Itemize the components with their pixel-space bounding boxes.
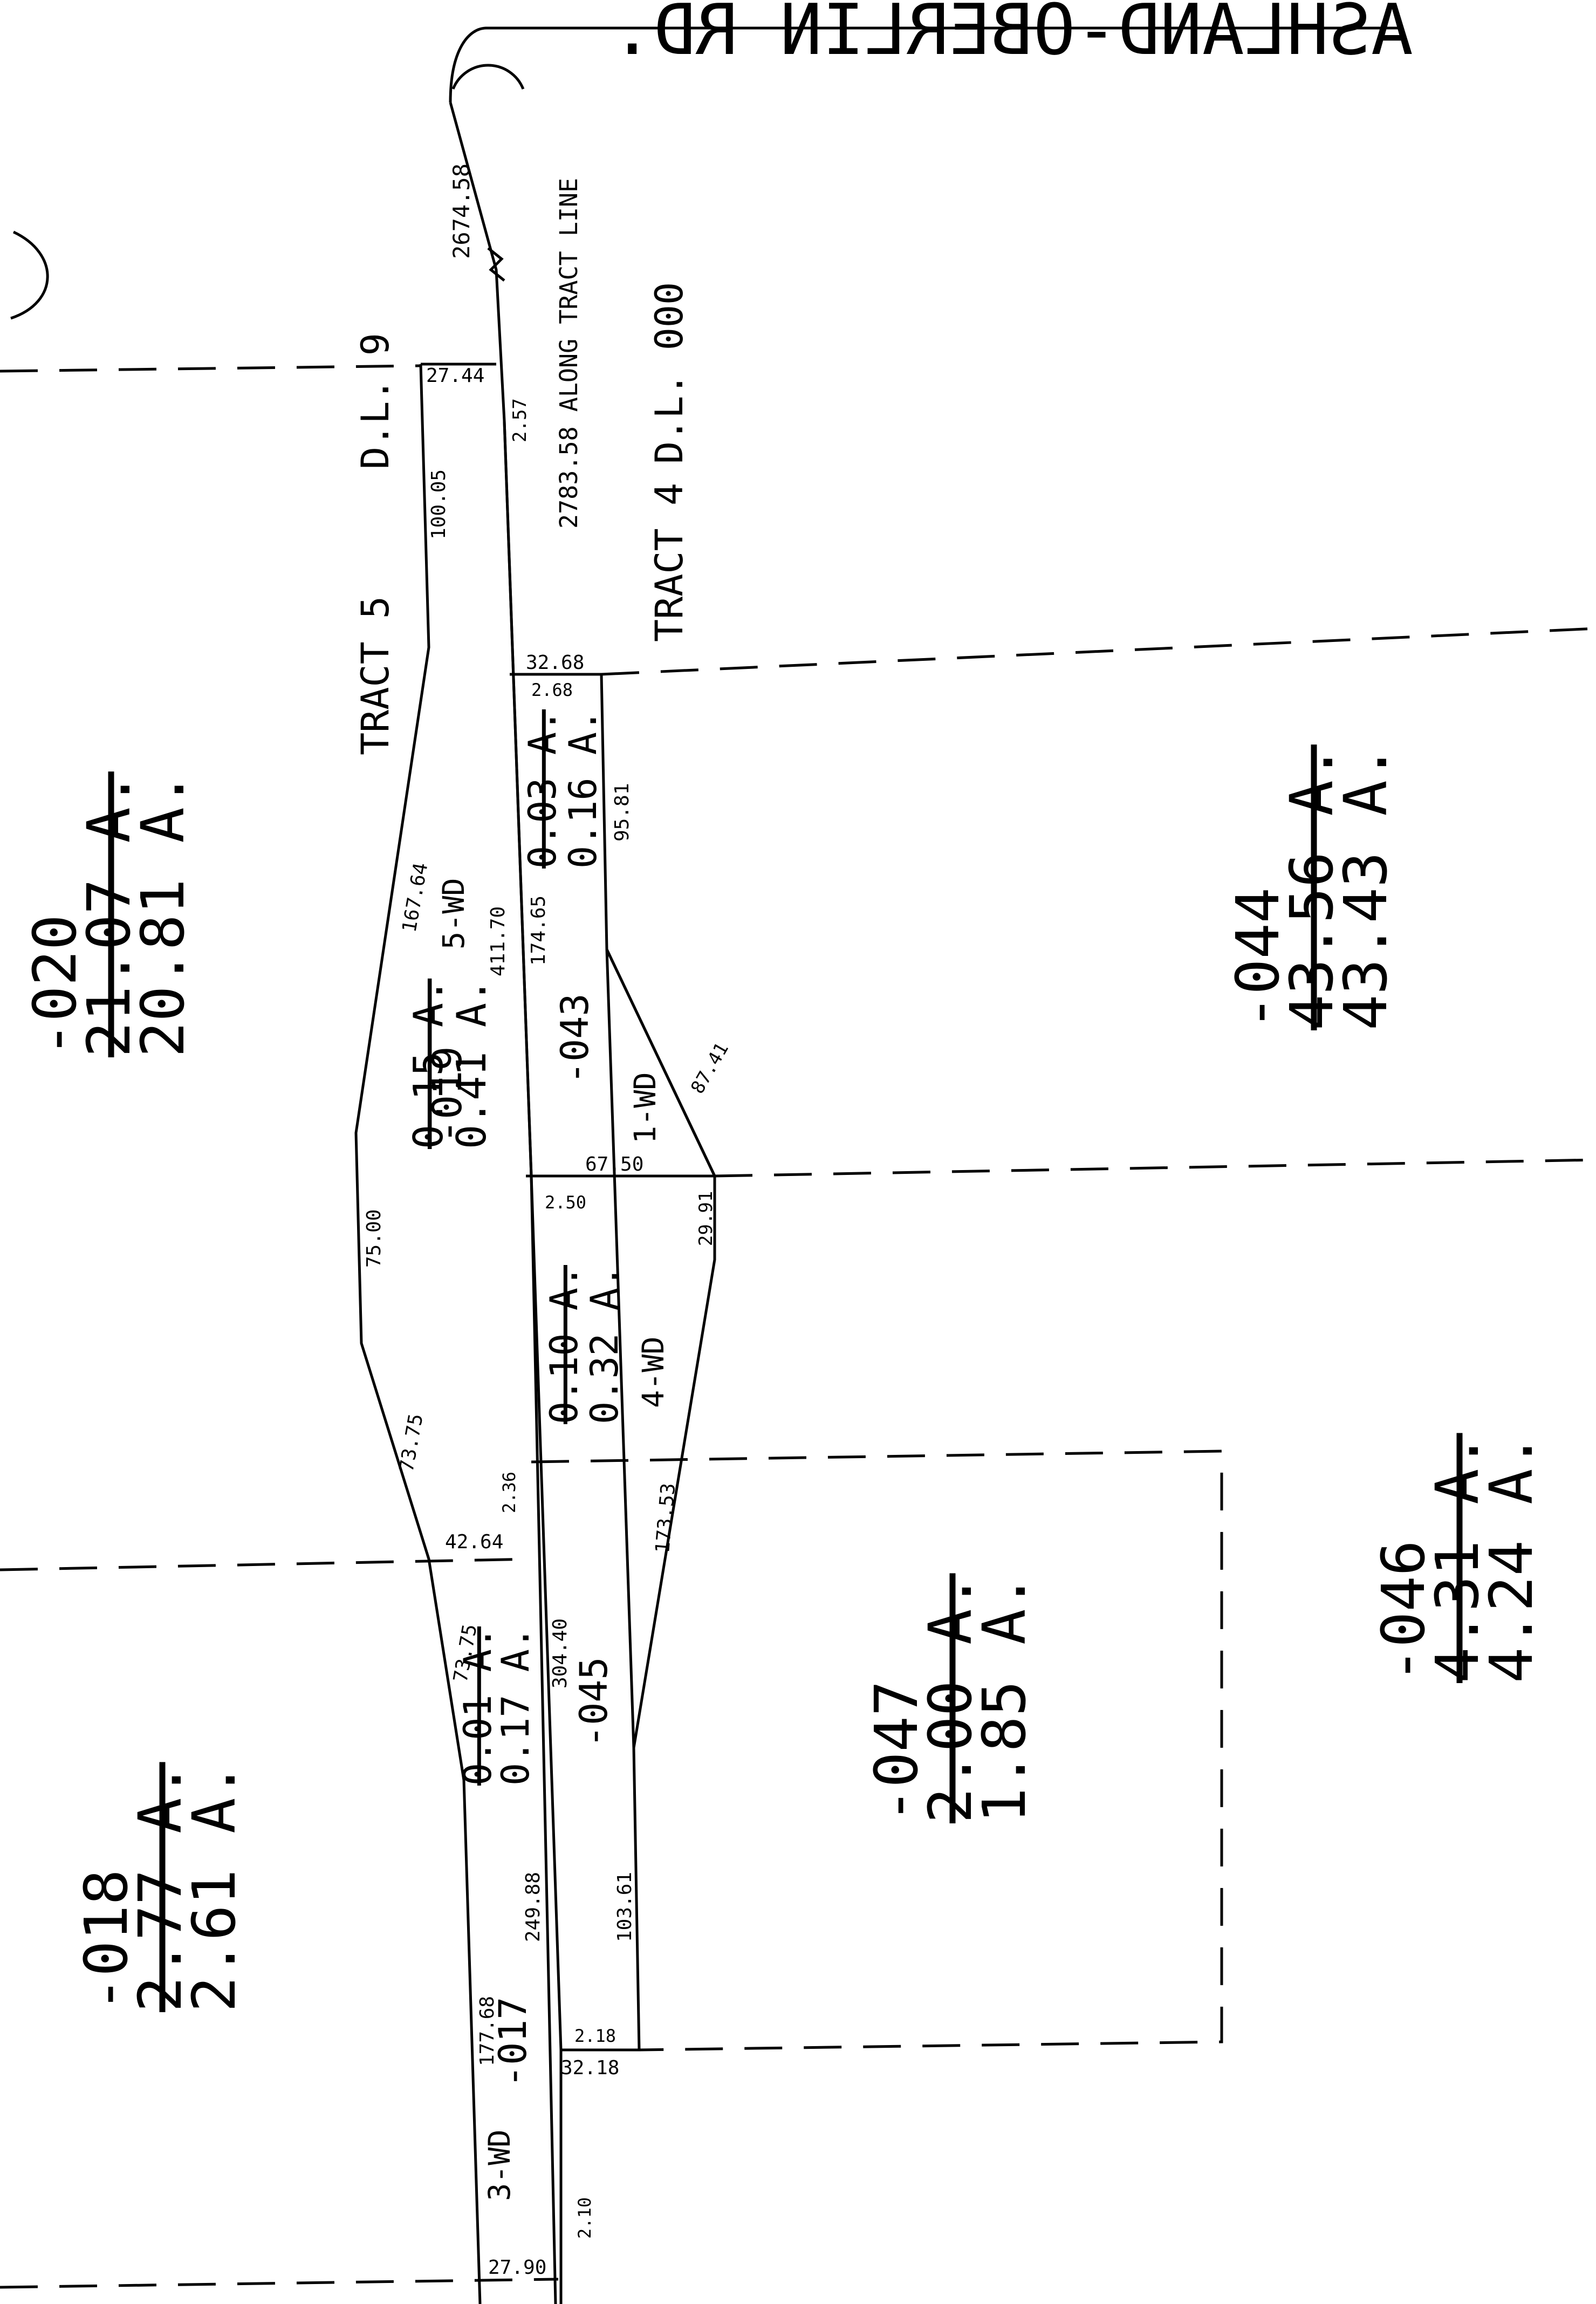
road-name: ASHLAND-OBERLIN RD.	[611, 0, 1413, 71]
dim-label: 174.65	[528, 895, 550, 966]
parcel-id: -020	[20, 914, 90, 1057]
dim-label: 2.50	[545, 1192, 586, 1213]
dim-label: 67.50	[585, 1153, 643, 1175]
road-curve	[451, 64, 525, 90]
dash-020-top	[0, 364, 421, 373]
tract4-diag	[605, 948, 716, 1177]
dim-label: 173.53	[652, 1482, 680, 1554]
dim-label: 95.81	[611, 783, 633, 842]
parcel-new-area: 43.43 A.	[1331, 744, 1400, 1030]
parcel-old-area: 2.00 A.	[916, 1573, 985, 1823]
dash-044-bottom	[714, 1158, 1596, 1178]
wd4-label: 4-WD	[636, 1337, 670, 1408]
parcel-old-area: 0.01 A.	[456, 1626, 500, 1786]
dim-label: 177.68	[476, 1996, 498, 2066]
parcel-046: -046 4.31 A. 4.24 A.	[1369, 1433, 1546, 1683]
parcel-id: -018	[72, 1869, 141, 2012]
dim-label: 304.40	[549, 1618, 571, 1688]
parcel-new-area: 0.32 A.	[583, 1265, 627, 1424]
dim-label: 2.18	[574, 2026, 616, 2046]
line-work	[0, 26, 1596, 2304]
parcel-old-area: 2.77 A.	[126, 1762, 195, 2012]
parcel-019: -019 0.15 A. 0.41 A.	[405, 979, 495, 1149]
parcel-044: -044 43.56 A. 43.43 A.	[1223, 744, 1400, 1030]
left-arc	[10, 230, 49, 320]
parcel-new-area: 4.24 A.	[1477, 1433, 1546, 1683]
parcel-id: -046	[1369, 1540, 1438, 1683]
tract5-label: TRACT 5	[353, 596, 398, 755]
dl000-label: D.L. 000	[647, 282, 691, 464]
parcel-old-area: 0.15 A.	[405, 979, 452, 1149]
parcel-old-area: 4.31 A.	[1423, 1433, 1492, 1683]
tract4-label: TRACT 4	[647, 483, 691, 642]
dash-044-top	[601, 627, 1596, 676]
parcel-017: -017 0.01 A. 0.17 A.	[456, 1626, 538, 2088]
parcel-047: -047 2.00 A. 1.85 A.	[862, 1573, 1039, 1823]
dim-label: 249.88	[522, 1872, 544, 1942]
wd5-label: 5-WD	[436, 878, 471, 949]
parcel-id: -019	[423, 1046, 471, 1144]
dash-047-boundary	[531, 1450, 1223, 2052]
along-tract-line-note: 2783.58 ALONG TRACT LINE	[554, 178, 583, 529]
parcel-045: -045 0.10 A. 0.32 A.	[542, 1265, 627, 1748]
wd1-label: 1-WD	[628, 1072, 662, 1144]
dim-label: 411.70	[487, 906, 509, 976]
wd-interior	[605, 949, 635, 1748]
parcel-new-area: 20.81 A.	[128, 771, 197, 1057]
dim-label: 2.57	[509, 398, 531, 442]
parcel-id: -017	[491, 1997, 535, 2088]
parcel-018: -018 2.77 A. 2.61 A.	[72, 1762, 249, 2012]
parcel-id: -044	[1223, 887, 1292, 1030]
dim-label: 100.05	[428, 469, 450, 539]
parcel-020: -020 21.07 A. 20.81 A.	[20, 771, 197, 1057]
parcel-id: -043	[553, 993, 597, 1084]
dim-label: 2.10	[574, 2197, 595, 2239]
wd3-label: 3-WD	[482, 2130, 517, 2201]
dash-bottom	[0, 2278, 559, 2289]
dim-label: 29.91	[695, 1191, 717, 1246]
dash-018-top	[0, 1557, 532, 1571]
parcel-old-area: 0.10 A.	[542, 1265, 586, 1424]
parcel-new-area: 2.61 A.	[180, 1762, 249, 2012]
east-taking-line	[510, 673, 716, 2052]
dim-label: 87.41	[687, 1039, 733, 1098]
parcel-old-area: 43.56 A.	[1277, 744, 1346, 1030]
parcel-043: -043 0.03 A. 0.16 A.	[520, 709, 605, 1084]
dim-label: 2.68	[531, 680, 573, 700]
dim-label: 103.61	[614, 1872, 636, 1942]
dim-label: 42.64	[445, 1531, 503, 1553]
distance-2674: 2674.58	[448, 163, 475, 259]
dim-label: 27.90	[488, 2257, 546, 2279]
break-symbol	[487, 247, 505, 282]
parcel-old-area: 0.03 A.	[520, 709, 565, 869]
row-line-center	[449, 102, 557, 2304]
parcel-new-area: 0.16 A.	[561, 709, 605, 869]
dim-label: 75.00	[363, 1209, 385, 1268]
parcel-id: -045	[572, 1657, 616, 1748]
parcel-new-area: 0.17 A.	[494, 1626, 538, 1786]
dim-label: 73.75	[395, 1412, 427, 1474]
parcel-new-area: 0.41 A.	[448, 979, 495, 1149]
dim-label: 32.18	[561, 2057, 619, 2079]
row-line-east	[503, 420, 563, 2304]
road-corner	[449, 26, 487, 103]
west-taking-line	[354, 364, 482, 2304]
parcel-old-area: 21.07 A.	[74, 771, 143, 1057]
parcel-id: -047	[862, 1680, 931, 1823]
dim-label: 32.68	[526, 652, 584, 674]
dim-label: 167.64	[398, 861, 432, 934]
parcel-new-area: 1.85 A.	[970, 1573, 1039, 1823]
dim-label: 2.36	[499, 1472, 519, 1513]
dl9-label: D.L. 9	[353, 333, 398, 469]
dim-label: 27.44	[426, 365, 484, 387]
